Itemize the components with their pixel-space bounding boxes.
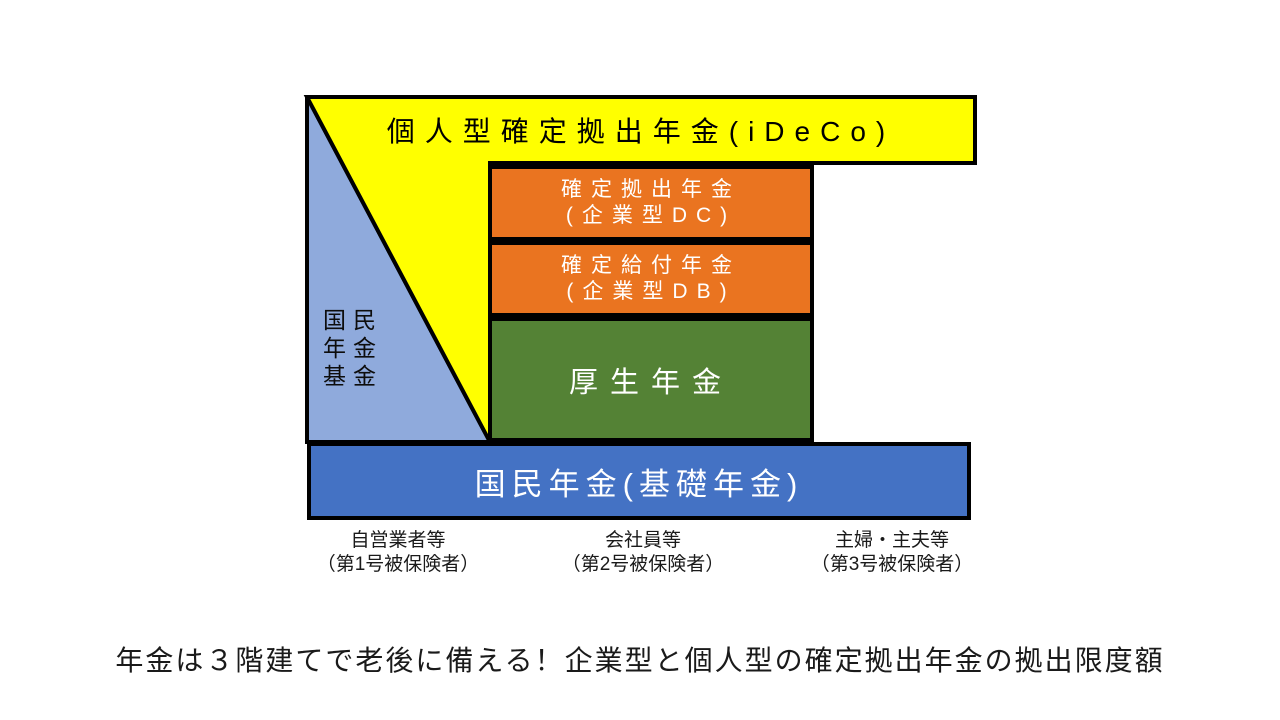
dc-line-2: (企業型DC) [565, 204, 737, 227]
kiso-nenkin-box [307, 442, 971, 520]
kigyo-dc-label: 確定拠出年金 (企業型DC) [488, 165, 814, 241]
dc-line-1: 確定拠出年金 [561, 178, 741, 201]
ideco-shape [303, 95, 977, 443]
kikin-line-1: 国民 [323, 307, 383, 333]
insured-label-1: 自営業者等 （第1号被保険者） [238, 529, 558, 577]
kosei-nenkin-box [488, 317, 814, 442]
insured-label-3: 主婦・主夫等 （第3号被保険者） [732, 529, 1052, 577]
kigyo-db-label: 確定給付年金 (企業型DB) [488, 241, 814, 317]
diagram-caption: 年金は３階建てで老後に備える！企業型と個人型の確定拠出年金の拠出限度額 [115, 645, 1165, 676]
ideco-label: 個人型確定拠出年金(iDeCo) [307, 95, 975, 165]
db-line-2: (企業型DB) [566, 280, 736, 303]
insured-2-line-2: （第2号被保険者） [561, 554, 725, 575]
insured-1-line-2: （第1号被保険者） [316, 554, 480, 575]
kokumin-nenkin-kikin-label: 国民 年金 基金 [323, 303, 433, 393]
kikin-line-2: 年金 [323, 335, 383, 361]
insured-1-line-1: 自営業者等 [350, 530, 446, 551]
kiso-nenkin-label: 国民年金(基礎年金) [307, 442, 971, 520]
insured-3-line-1: 主婦・主夫等 [834, 530, 949, 551]
kosei-nenkin-label: 厚生年金 [488, 317, 814, 442]
db-line-1: 確定給付年金 [561, 254, 741, 277]
kigyo-dc-box [488, 165, 814, 241]
ideco-label-text: 個人型確定拠出年金(iDeCo) [386, 116, 896, 147]
kikin-line-3: 基金 [323, 363, 383, 389]
kosei-label-text: 厚生年金 [568, 366, 733, 399]
kiso-label-text: 国民年金(基礎年金) [474, 466, 804, 502]
insured-3-line-2: （第3号被保険者） [810, 554, 974, 575]
kigyo-db-box [488, 241, 814, 317]
insured-2-line-1: 会社員等 [604, 530, 681, 551]
insured-label-2: 会社員等 （第2号被保険者） [483, 529, 803, 577]
